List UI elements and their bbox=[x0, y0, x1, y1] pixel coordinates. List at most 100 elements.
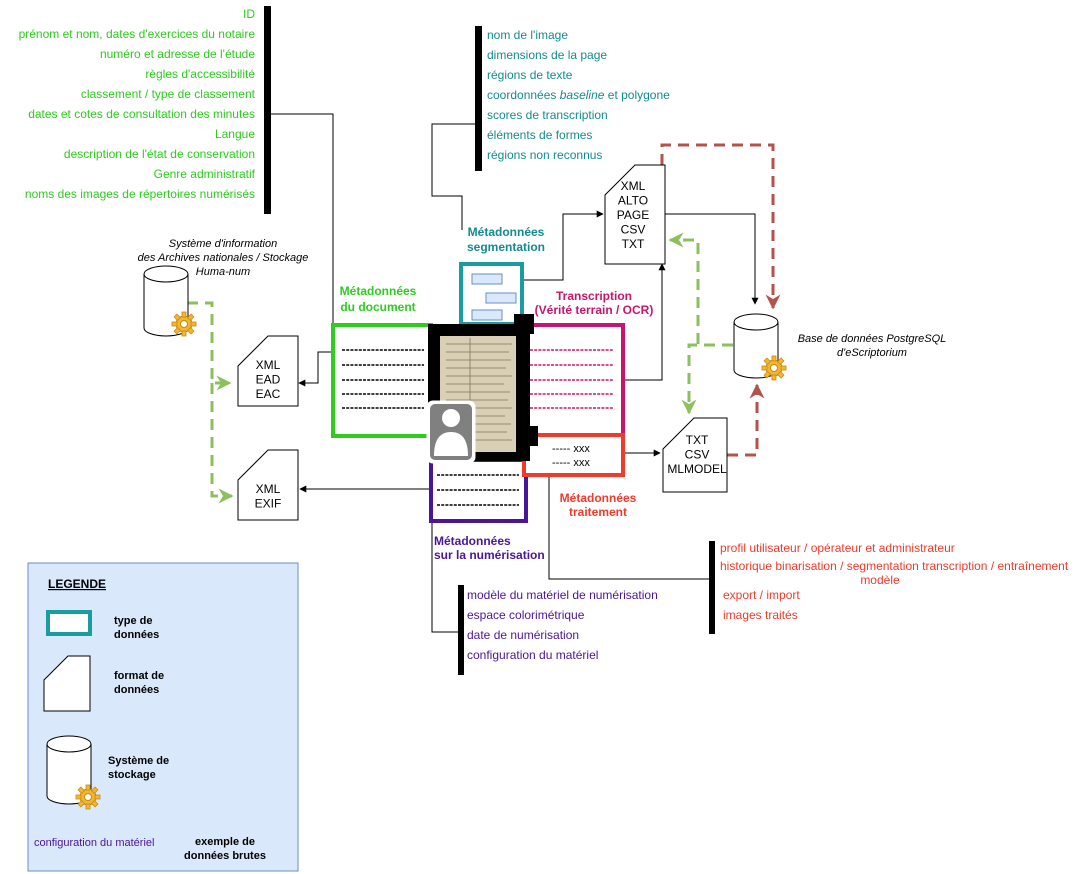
doc-meta-item: numéro et adresse de l'étude bbox=[100, 47, 255, 61]
segmentation-region-2 bbox=[485, 292, 517, 304]
doc-meta-item: description de l'état de conservation bbox=[64, 147, 255, 161]
seg-meta-item: nom de l'image bbox=[487, 28, 568, 42]
sia-to-exif-dashed-arrow bbox=[210, 383, 234, 504]
format-line: TXT bbox=[686, 433, 709, 447]
seg-meta-item: éléments de formes bbox=[487, 128, 592, 142]
numerisation-box bbox=[429, 458, 528, 523]
alto-to-db-arrow bbox=[665, 213, 759, 305]
gear-icon bbox=[171, 311, 197, 337]
doc-meta-item: noms des images de répertoires numérisés bbox=[25, 187, 255, 201]
process-meta-item: images traités bbox=[723, 608, 798, 622]
doc-meta-item: dates et cotes de consultation des minut… bbox=[28, 107, 255, 121]
document-box-lines bbox=[342, 349, 424, 409]
format-line: EAC bbox=[256, 387, 281, 401]
seg-meta-bar bbox=[475, 26, 482, 171]
doc-meta-connector bbox=[271, 113, 334, 324]
gear-icon bbox=[761, 355, 787, 381]
doc-meta-item: classement / type de classement bbox=[81, 87, 256, 101]
traitement-line-2: ----- xxx bbox=[552, 457, 590, 469]
doc-meta-item: règles d'accessibilité bbox=[145, 67, 255, 81]
seg-meta-item: régions de texte bbox=[487, 68, 573, 82]
gear-icon bbox=[75, 784, 101, 810]
doc-meta-item: prénom et nom, dates d'exercices du nota… bbox=[19, 27, 256, 41]
seg-to-alto-arrow bbox=[523, 210, 604, 281]
digit-meta-connector bbox=[431, 523, 458, 633]
format-line: TXT bbox=[622, 237, 645, 251]
segmentation-region-3 bbox=[471, 309, 503, 321]
legend-format-swatch bbox=[43, 655, 91, 712]
digit-meta-item: modèle du matériel de numérisation bbox=[467, 588, 658, 602]
segmentation-region-1 bbox=[471, 273, 503, 285]
mlmodel-to-db-dashed-arrow bbox=[727, 383, 765, 457]
process-meta-item: export / import bbox=[723, 588, 800, 602]
format-line: EAD bbox=[256, 373, 281, 387]
process-meta-item: historique binarisation / segmentation t… bbox=[720, 559, 1069, 573]
process-meta-item: modèle bbox=[860, 573, 900, 587]
seg-meta-item: régions non reconnus bbox=[487, 148, 602, 162]
seg-meta-connector bbox=[431, 123, 475, 230]
manuscript-image bbox=[428, 314, 538, 461]
postgres-db-cylinder bbox=[733, 313, 787, 381]
format-line: XML bbox=[256, 358, 281, 372]
format-line: XML bbox=[256, 482, 281, 496]
digit-meta-list: modèle du matériel de numérisation espace… bbox=[467, 588, 658, 662]
legend-storage-swatch bbox=[46, 735, 101, 810]
doc-to-ead-arrow bbox=[298, 351, 333, 387]
digit-meta-bar bbox=[458, 585, 464, 675]
traitement-box bbox=[522, 433, 625, 477]
transcription-label: Transcription(Vérité terrain / OCR) bbox=[535, 289, 654, 317]
format-line: XML bbox=[621, 179, 646, 193]
process-meta-bar bbox=[709, 541, 715, 634]
doc-meta-item: ID bbox=[243, 7, 255, 21]
sia-to-ead-dashed-arrow bbox=[187, 301, 232, 391]
sia-storage-cylinder bbox=[143, 265, 197, 337]
format-line: ALTO bbox=[618, 194, 648, 208]
format-line: CSV bbox=[685, 448, 710, 462]
digit-meta-item: espace colorimétrique bbox=[467, 608, 585, 622]
legend-title: LEGENDE bbox=[48, 577, 106, 591]
digit-meta-item: configuration du matériel bbox=[467, 648, 598, 662]
db-to-mlmodel-dashed-arrow bbox=[681, 343, 733, 415]
user-icon bbox=[426, 400, 476, 464]
seg-meta-item: scores de transcription bbox=[487, 108, 608, 122]
format-line: PAGE bbox=[617, 208, 649, 222]
process-meta-connector bbox=[548, 476, 709, 580]
alto-to-db-dashed-arrow bbox=[660, 143, 781, 310]
transcription-box-lines bbox=[530, 349, 614, 409]
format-line: EXIF bbox=[255, 497, 282, 511]
legend-raw-example: configuration du matériel bbox=[34, 837, 154, 849]
format-line: CSV bbox=[621, 223, 646, 237]
legend-type-swatch bbox=[46, 610, 92, 636]
doc-meta-bar bbox=[264, 6, 271, 214]
digit-meta-item: date de numérisation bbox=[467, 628, 579, 642]
transcription-to-alto-arrow bbox=[623, 263, 666, 381]
traitement-line-1: ----- xxx bbox=[552, 443, 590, 455]
doc-meta-item: Genre administratif bbox=[154, 167, 256, 181]
doc-meta-list: ID prénom et nom, dates d'exercices du no… bbox=[19, 7, 256, 201]
process-meta-item: profil utilisateur / opérateur et admini… bbox=[720, 541, 955, 555]
db-to-alto-dashed-arrow bbox=[668, 232, 733, 347]
format-line: MLMODEL bbox=[667, 462, 727, 476]
seg-meta-item: coordonnées baseline et polygone bbox=[487, 88, 670, 102]
process-meta-list: profil utilisateur / opérateur et admini… bbox=[720, 541, 1069, 622]
